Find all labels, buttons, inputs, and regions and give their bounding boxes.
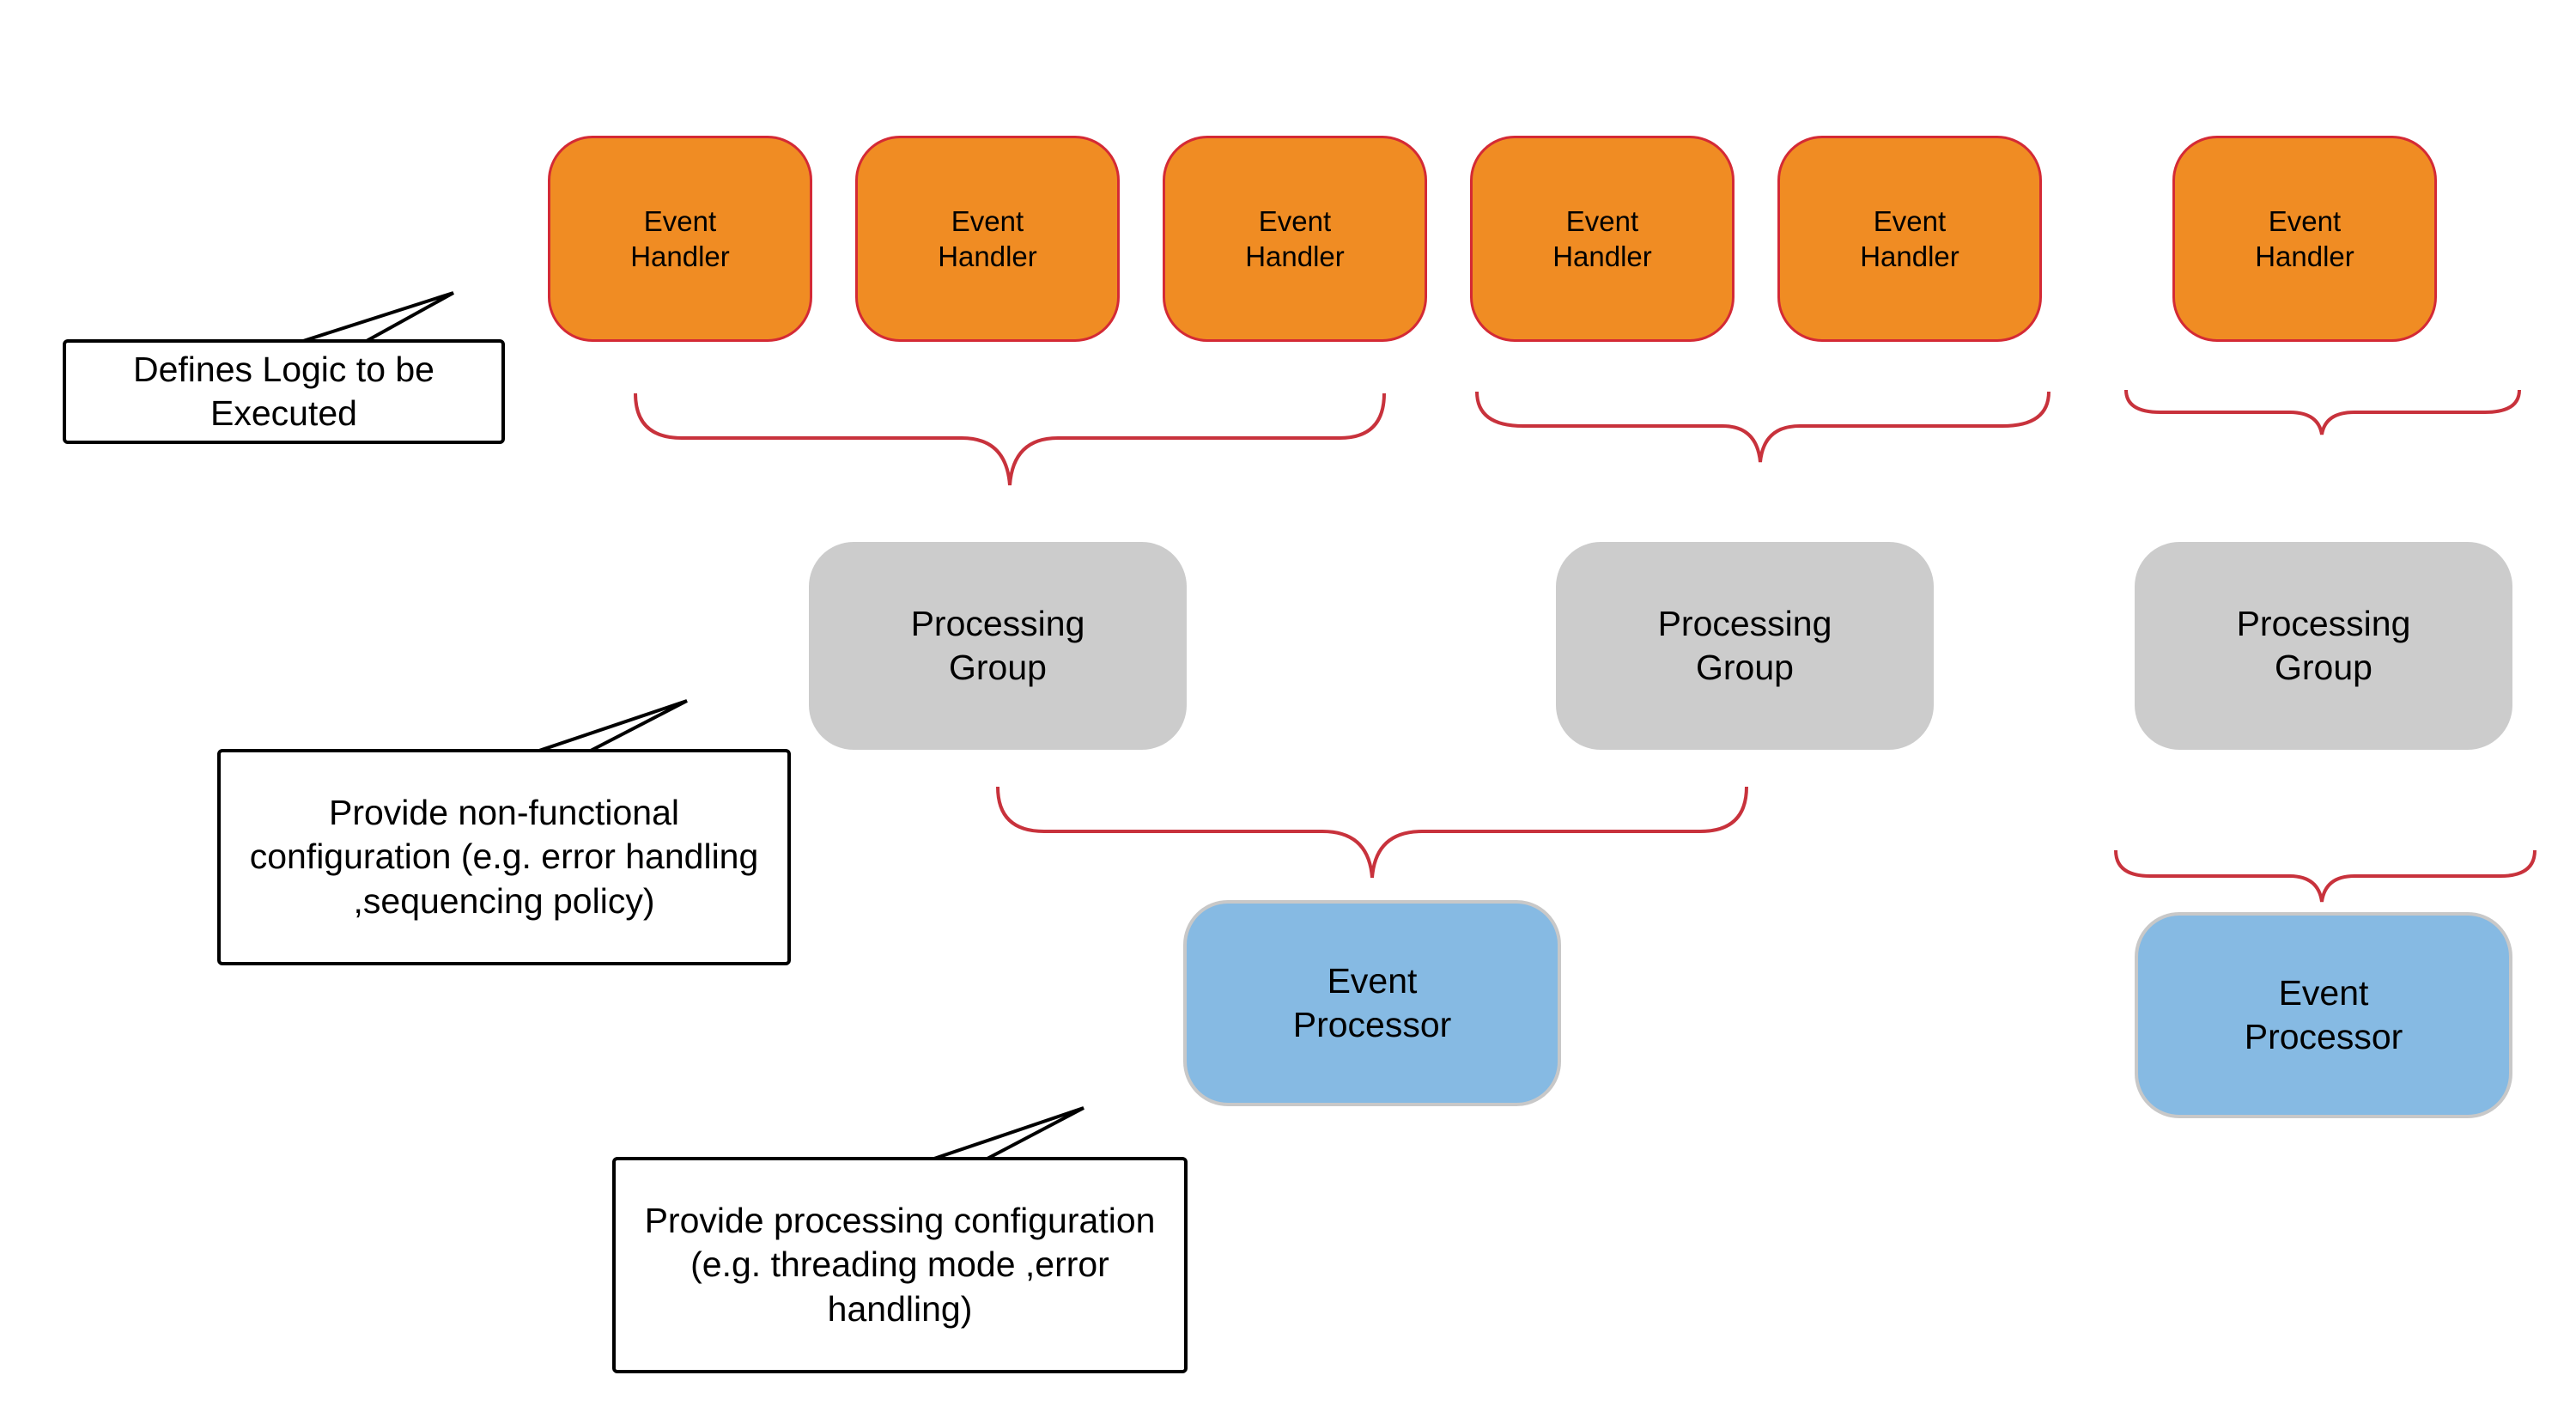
event-handler-6: Event Handler <box>2172 136 2437 342</box>
callout-pointer-group-note <box>533 699 688 754</box>
processing-group-3: Processing Group <box>2135 542 2512 750</box>
event-handler-3: Event Handler <box>1163 136 1427 342</box>
processing-group-2: Processing Group <box>1556 542 1934 750</box>
callout-pointer-handler-note <box>300 291 454 344</box>
processing-group-1: Processing Group <box>809 542 1187 750</box>
brace-handlers-group-2 <box>1475 391 2050 463</box>
event-handler-2: Event Handler <box>855 136 1120 342</box>
brace-handler-group-3 <box>2124 389 2521 435</box>
event-processor-1: Event Processor <box>1183 900 1561 1106</box>
event-handler-4: Event Handler <box>1470 136 1735 342</box>
event-processor-2: Event Processor <box>2135 912 2512 1118</box>
brace-groups-processor-1 <box>996 786 1748 879</box>
callout-group-note: Provide non-functional configuration (e.… <box>217 749 791 965</box>
event-handler-1: Event Handler <box>548 136 812 342</box>
brace-handlers-group-1 <box>634 393 1386 486</box>
callout-handler-note: Defines Logic to be Executed <box>63 339 505 444</box>
callout-pointer-processor-note <box>928 1106 1084 1162</box>
callout-processor-note: Provide processing configuration (e.g. t… <box>612 1157 1188 1373</box>
event-handler-5: Event Handler <box>1777 136 2042 342</box>
brace-group-processor-2 <box>2114 849 2537 903</box>
